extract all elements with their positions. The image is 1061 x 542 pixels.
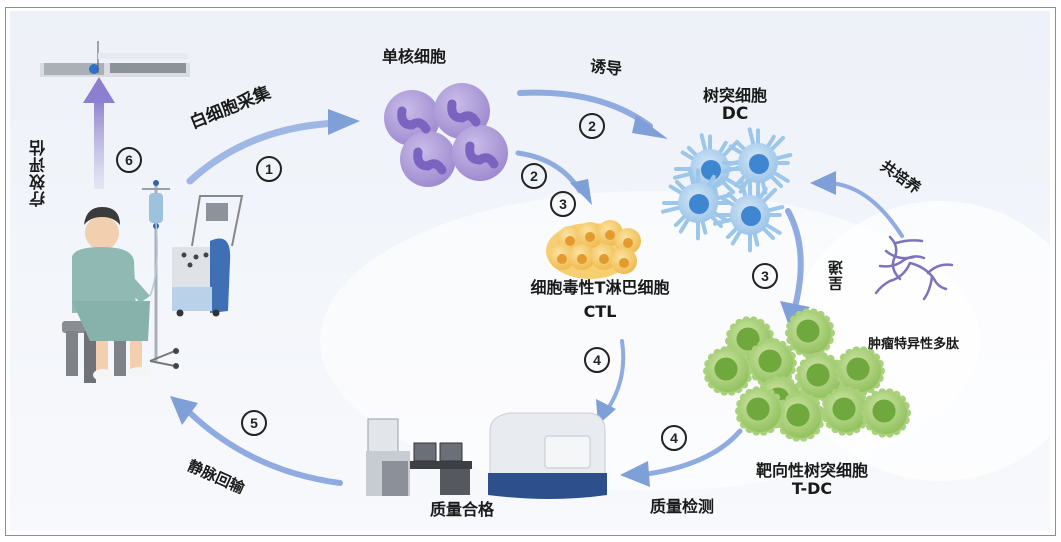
label-monocyte: 单核细胞 — [382, 47, 447, 66]
tdc-cell — [861, 388, 911, 438]
tdc-cell — [795, 352, 845, 402]
label-dc-cn: 树突细胞 — [702, 86, 767, 105]
label-dc: 树突细胞 DC — [690, 87, 780, 123]
label-ctl: 细胞毒性T淋巴细胞 CTL — [490, 279, 710, 320]
arrow-step-2-to-dc — [517, 89, 668, 139]
tdc-cell — [785, 308, 835, 358]
arrow-step-6 — [83, 77, 115, 189]
diagram-canvas: 白细胞采集 单核细胞 诱导 树突细胞 DC 共培养 呈递 肿瘤特异性多肽 细胞毒… — [10, 11, 1050, 531]
step-marker-5: 5 — [241, 410, 267, 436]
label-tdc-cn: 靶向性树突细胞 — [755, 461, 868, 480]
lab-workstation — [366, 418, 472, 496]
arrow-step-2-3-to-ctl — [515, 150, 592, 205]
tdc-cell — [703, 346, 753, 396]
tdc-cell — [821, 386, 871, 436]
label-step-6-efficacy-evaluation: 疗效评估 — [29, 139, 48, 207]
step-marker-1: 1 — [256, 156, 282, 182]
label-ctl-cn: 细胞毒性T淋巴细胞 — [530, 278, 670, 297]
label-tdc: 靶向性树突细胞 T-DC — [732, 462, 892, 497]
peptide-strands — [874, 235, 954, 301]
step-marker-6: 6 — [116, 147, 142, 173]
arrow-step-4-from-tdc — [620, 428, 743, 487]
step-marker-2a: 2 — [579, 113, 605, 139]
arrow-step-1 — [186, 109, 360, 185]
tdc-cell — [747, 338, 797, 388]
ctl-cells — [546, 220, 641, 279]
label-tdc-en: T-DC — [791, 478, 833, 498]
label-step-4-quality-test: 质量检测 — [650, 497, 715, 516]
patient-illustration — [62, 180, 244, 383]
cytometer-machine — [488, 412, 607, 499]
dc-cell — [720, 127, 793, 201]
step-marker-4a: 4 — [584, 347, 610, 373]
step-marker-2b: 2 — [521, 163, 547, 189]
dc-cell — [712, 179, 785, 253]
label-quality-passed: 质量合格 — [430, 500, 495, 519]
label-ctl-en: CTL — [583, 301, 617, 321]
evaluation-device — [40, 41, 190, 77]
tdc-cells — [703, 308, 911, 442]
monocyte-cells — [384, 83, 508, 187]
dc-cell — [660, 167, 733, 241]
step-marker-3b: 3 — [752, 263, 778, 289]
step-marker-3a: 3 — [550, 191, 576, 217]
label-step-3-presentation: 呈递 — [827, 259, 845, 291]
tdc-cell — [735, 386, 785, 436]
label-step-2-induction: 诱导 — [589, 56, 623, 79]
step-marker-4b: 4 — [661, 425, 687, 451]
arrow-coculture — [810, 171, 904, 238]
arrow-step-3-to-tdc — [780, 208, 810, 329]
diagram-art — [40, 41, 1050, 499]
label-peptide: 肿瘤特异性多肽 — [868, 337, 960, 352]
tdc-cell — [835, 346, 885, 396]
dc-cells — [660, 127, 793, 253]
label-dc-en: DC — [721, 103, 749, 124]
arrow-step-5 — [170, 396, 343, 486]
